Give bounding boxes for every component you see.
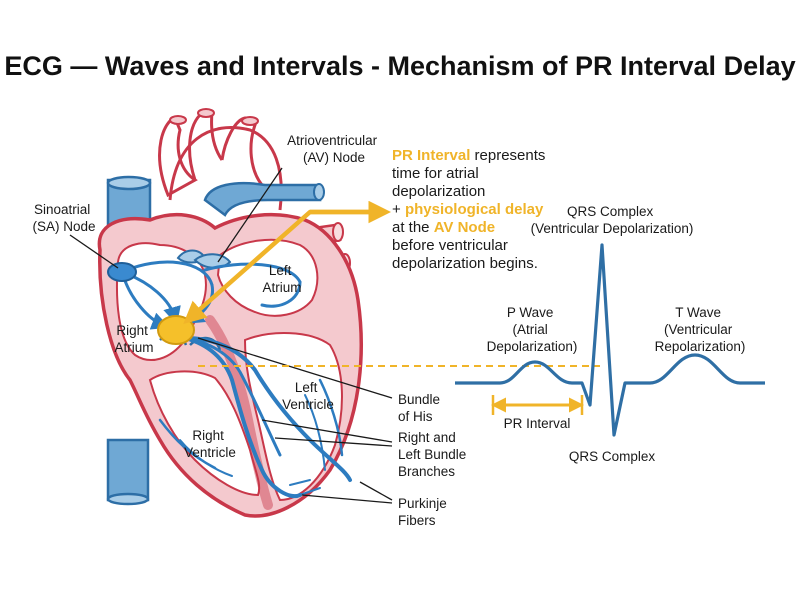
pr-delay-arrow — [183, 200, 391, 324]
ecg-labels: QRS Complex (Ventricular Depolarization)… — [487, 204, 746, 464]
av-node — [157, 315, 195, 345]
label-purkinje-fibers: Purkinje Fibers — [398, 496, 451, 528]
heart-illustration — [97, 108, 363, 518]
label-qrs-top: QRS Complex (Ventricular Depolarization) — [531, 204, 694, 236]
pr-interval-bracket — [491, 395, 584, 415]
label-right-atrium: Right Atrium — [114, 323, 153, 355]
label-qrs-bottom: QRS Complex — [569, 449, 656, 464]
label-t-wave: T Wave (Ventricular Repolarization) — [655, 305, 746, 354]
label-bundle-branches: Right and Left Bundle Branches — [398, 430, 470, 479]
ecg-trace — [455, 243, 765, 437]
label-p-wave: P Wave (Atrial Depolarization) — [487, 305, 578, 354]
page-title: ECG — Waves and Intervals - Mechanism of… — [4, 51, 795, 81]
heart-labels: Sinoatrial (SA) Node Atrioventricular (A… — [32, 133, 470, 528]
label-bundle-of-his: Bundle of His — [398, 392, 444, 424]
pulmonary-artery — [203, 181, 325, 217]
aorta — [158, 108, 283, 211]
heart-leader-lines — [69, 167, 393, 504]
label-pr-interval: PR Interval — [504, 416, 571, 431]
sa-node — [107, 262, 137, 282]
label-av-node: Atrioventricular (AV) Node — [287, 133, 381, 165]
label-right-ventricle: Right Ventricle — [184, 428, 236, 460]
inferior-vena-cava — [106, 438, 150, 506]
label-left-ventricle: Left Ventricle — [282, 380, 334, 412]
label-sa-node: Sinoatrial (SA) Node — [32, 202, 95, 234]
label-left-atrium: Left Atrium — [262, 263, 301, 295]
pr-interval-note: PR Interval represents time for atrial d… — [392, 147, 550, 272]
